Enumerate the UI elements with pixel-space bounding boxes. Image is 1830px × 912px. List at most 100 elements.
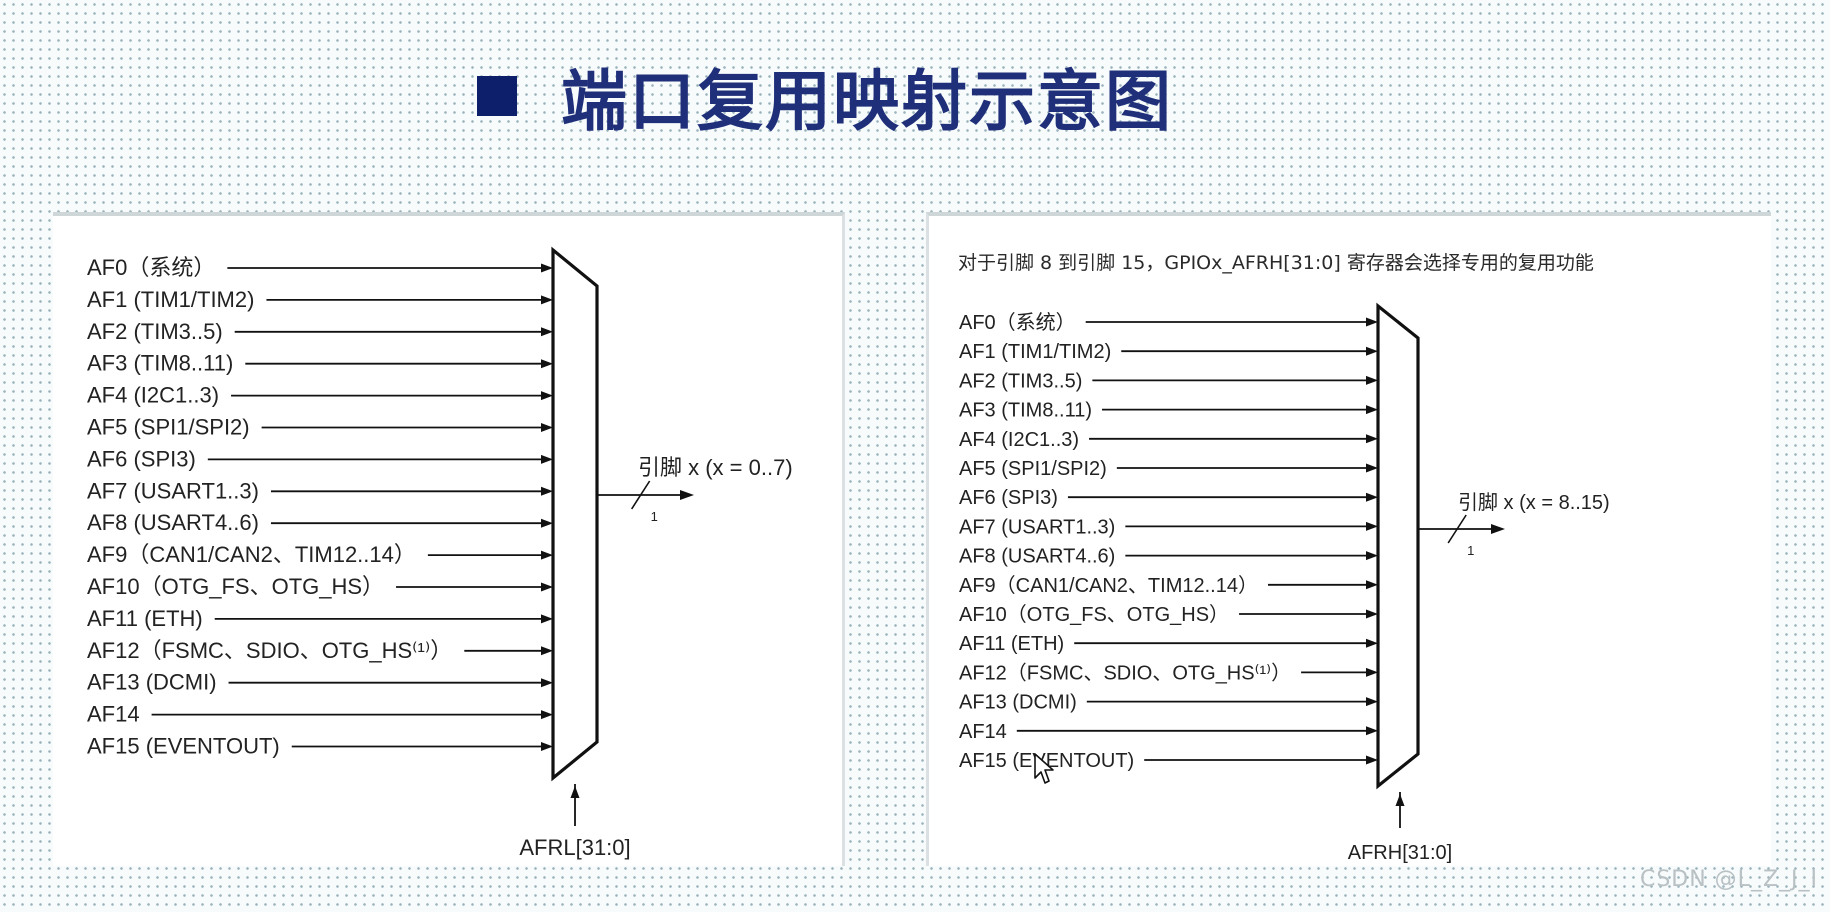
right-input-arrowhead <box>1366 551 1378 561</box>
square-bullet-icon <box>477 76 517 116</box>
right-input-label: AF15 (EVENTOUT) <box>959 750 1134 772</box>
right-input-label: AF6 (SPI3) <box>959 487 1058 509</box>
left-input-label: AF2 (TIM3..5) <box>87 319 223 344</box>
left-input-label: AF14 <box>87 702 140 727</box>
left-input-label: AF3 (TIM8..11) <box>87 351 233 376</box>
left-input-arrowhead <box>541 550 553 560</box>
right-inputs: AF0（系统） AF1 (TIM1/TIM2) AF2 (TIM3..5) AF3 (… <box>959 311 1378 772</box>
left-output-arrowhead <box>680 490 694 500</box>
right-input-row: AF14 <box>959 721 1378 743</box>
left-output-label: 引脚 x (x = 0..7) <box>638 455 793 480</box>
right-input-label: AF1 (TIM1/TIM2) <box>959 341 1111 363</box>
right-select-label: AFRH[31:0] <box>1348 842 1452 864</box>
left-input-label: AF8 (USART4..6) <box>87 510 259 535</box>
left-input-arrowhead <box>541 646 553 656</box>
left-input-row: AF0（系统） <box>87 255 553 280</box>
right-input-row: AF12（FSMC、SDIO、OTG_HS⁽¹⁾） <box>959 661 1378 684</box>
left-input-arrowhead <box>541 486 553 496</box>
left-input-label: AF10（OTG_FS、OTG_HS） <box>87 574 384 599</box>
right-diagram-caption: 对于引脚 8 到引脚 15，GPIOx_AFRH[31:0] 寄存器会选择专用的… <box>958 252 1594 274</box>
left-input-arrowhead <box>541 423 553 432</box>
right-input-row: AF3 (TIM8..11) <box>959 400 1378 422</box>
left-input-arrowhead <box>541 678 553 688</box>
right-input-row: AF11 (ETH) <box>959 633 1378 655</box>
left-input-label: AF7 (USART1..3) <box>87 478 259 503</box>
right-output-label: 引脚 x (x = 8..15) <box>1458 491 1610 514</box>
left-input-row: AF15 (EVENTOUT) <box>87 734 553 759</box>
right-mux-diagram-panel: 对于引脚 8 到引脚 15，GPIOx_AFRH[31:0] 寄存器会选择专用的… <box>926 212 1771 866</box>
right-input-label: AF12（FSMC、SDIO、OTG_HS⁽¹⁾） <box>959 661 1291 684</box>
right-input-arrowhead <box>1366 697 1378 707</box>
left-input-arrowhead <box>541 582 553 592</box>
slide-title-text: 端口复用映射示意图 <box>561 63 1173 140</box>
left-input-row: AF8 (USART4..6) <box>87 510 553 535</box>
left-mux-diagram: AF0（系统） AF1 (TIM1/TIM2) AF2 (TIM3..5) AF3 (… <box>87 246 793 860</box>
right-input-arrowhead <box>1366 609 1378 619</box>
left-input-arrowhead <box>541 359 553 369</box>
left-input-row: AF2 (TIM3..5) <box>87 319 553 344</box>
right-input-label: AF11 (ETH) <box>959 633 1064 655</box>
right-input-row: AF4 (I2C1..3) <box>959 429 1378 451</box>
left-input-label: AF6 (SPI3) <box>87 446 196 471</box>
slide-title: 端口复用映射示意图 <box>477 46 1173 146</box>
left-bus-slash <box>630 480 651 510</box>
right-input-label: AF7 (USART1..3) <box>959 516 1115 538</box>
right-input-label: AF0（系统） <box>959 311 1076 334</box>
left-input-label: AF12（FSMC、SDIO、OTG_HS⁽¹⁾） <box>87 638 452 663</box>
right-input-arrowhead <box>1366 521 1378 531</box>
right-input-row: AF15 (EVENTOUT) <box>959 750 1378 772</box>
left-input-row: AF10（OTG_FS、OTG_HS） <box>87 574 553 599</box>
left-input-arrowhead <box>541 263 553 273</box>
left-input-row: AF12（FSMC、SDIO、OTG_HS⁽¹⁾） <box>87 638 553 663</box>
left-input-label: AF15 (EVENTOUT) <box>87 734 280 759</box>
left-input-row: AF7 (USART1..3) <box>87 478 553 503</box>
right-input-row: AF9（CAN1/CAN2、TIM12..14） <box>959 574 1378 597</box>
mouse-cursor-icon <box>1034 753 1054 784</box>
left-input-arrowhead <box>541 518 553 528</box>
left-input-row: AF3 (TIM8..11) <box>87 351 553 376</box>
left-input-label: AF0（系统） <box>87 255 215 280</box>
left-input-label: AF11 (ETH) <box>87 606 203 631</box>
left-input-label: AF1 (TIM1/TIM2) <box>87 287 254 312</box>
right-input-label: AF2 (TIM3..5) <box>959 370 1082 392</box>
left-input-row: AF4 (I2C1..3) <box>87 383 553 408</box>
right-input-label: AF4 (I2C1..3) <box>959 429 1079 451</box>
right-input-label: AF8 (USART4..6) <box>959 546 1115 568</box>
right-input-row: AF10（OTG_FS、OTG_HS） <box>959 603 1378 626</box>
left-input-label: AF4 (I2C1..3) <box>87 383 219 408</box>
left-mux-diagram-panel: AF0（系统） AF1 (TIM1/TIM2) AF2 (TIM3..5) AF3 (… <box>53 212 845 866</box>
left-input-row: AF13 (DCMI) <box>87 670 553 695</box>
right-input-arrowhead <box>1366 492 1378 502</box>
left-input-arrowhead <box>541 391 553 401</box>
left-input-arrowhead <box>541 295 553 305</box>
right-input-row: AF6 (SPI3) <box>959 487 1378 509</box>
right-input-label: AF9（CAN1/CAN2、TIM12..14） <box>959 574 1258 597</box>
right-mux-diagram: AF0（系统） AF1 (TIM1/TIM2) AF2 (TIM3..5) AF3 (… <box>959 302 1610 864</box>
left-input-label: AF13 (DCMI) <box>87 670 217 695</box>
right-input-label: AF3 (TIM8..11) <box>959 400 1092 422</box>
left-input-row: AF6 (SPI3) <box>87 446 553 471</box>
right-input-label: AF14 <box>959 721 1007 743</box>
right-input-label: AF5 (SPI1/SPI2) <box>959 458 1107 480</box>
left-input-arrowhead <box>541 614 553 624</box>
left-input-row: AF1 (TIM1/TIM2) <box>87 287 553 312</box>
right-input-arrowhead <box>1366 667 1378 677</box>
right-output-arrowhead <box>1491 524 1505 534</box>
right-input-label: AF13 (DCMI) <box>959 692 1077 714</box>
left-input-arrowhead <box>541 454 553 464</box>
left-input-row: AF14 <box>87 702 553 727</box>
left-input-arrowhead <box>541 710 553 720</box>
left-input-label: AF9（CAN1/CAN2、TIM12..14） <box>87 542 416 567</box>
right-input-label: AF10（OTG_FS、OTG_HS） <box>959 603 1229 626</box>
left-bus-width-label: 1 <box>651 509 658 524</box>
right-input-arrowhead <box>1366 375 1378 385</box>
right-input-row: AF5 (SPI1/SPI2) <box>959 458 1378 480</box>
right-select-arrowhead <box>1395 794 1405 806</box>
left-select-arrowhead <box>570 786 580 798</box>
right-input-arrowhead <box>1366 726 1378 736</box>
right-input-row: AF2 (TIM3..5) <box>959 370 1378 392</box>
right-input-row: AF8 (USART4..6) <box>959 546 1378 568</box>
right-input-arrowhead <box>1366 434 1378 444</box>
right-input-row: AF0（系统） <box>959 311 1378 334</box>
right-input-arrowhead <box>1366 405 1378 415</box>
